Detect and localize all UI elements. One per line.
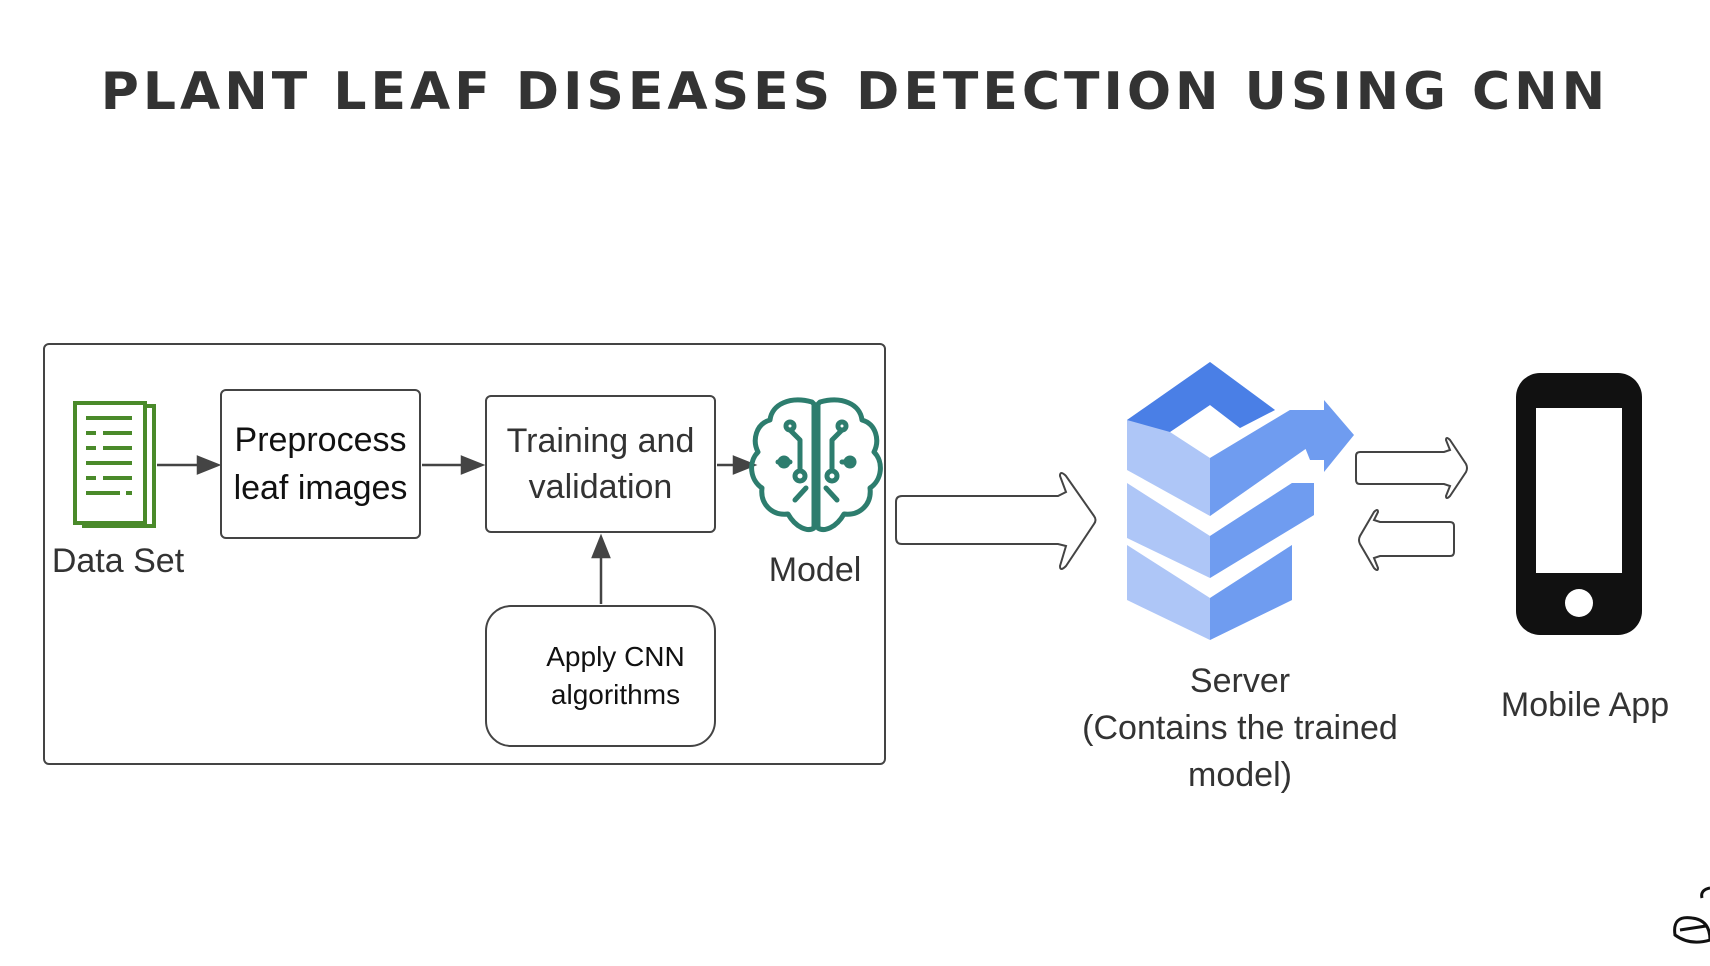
preprocess-box: Preprocess leaf images [220, 389, 421, 539]
training-pipeline-frame [43, 343, 886, 765]
cloud-build-icon [1127, 362, 1354, 640]
mobile-app-label: Mobile App [1500, 686, 1670, 724]
dataset-label: Data Set [51, 542, 185, 580]
training-box: Training and validation [485, 395, 716, 533]
page-title: PLANT LEAF DISEASES DETECTION USING CNN [100, 62, 1610, 122]
smartphone-icon [1516, 373, 1642, 635]
sync-arrows [1355, 437, 1468, 571]
preprocess-label: Preprocess leaf images [233, 421, 408, 507]
cnn-box: Apply CNN algorithms [485, 605, 716, 747]
brain-circuit-icon [749, 397, 883, 532]
training-label: Training and validation [506, 422, 695, 506]
leaf-logo-icon [1673, 886, 1710, 944]
model-label: Model [768, 551, 862, 589]
server-label: Server (Contains the trained model) [1082, 662, 1398, 794]
arrow-to-server [895, 472, 1097, 570]
flow-arrows [157, 455, 758, 604]
cnn-label: Apply CNN algorithms [546, 641, 685, 710]
document-list-icon [73, 401, 156, 528]
